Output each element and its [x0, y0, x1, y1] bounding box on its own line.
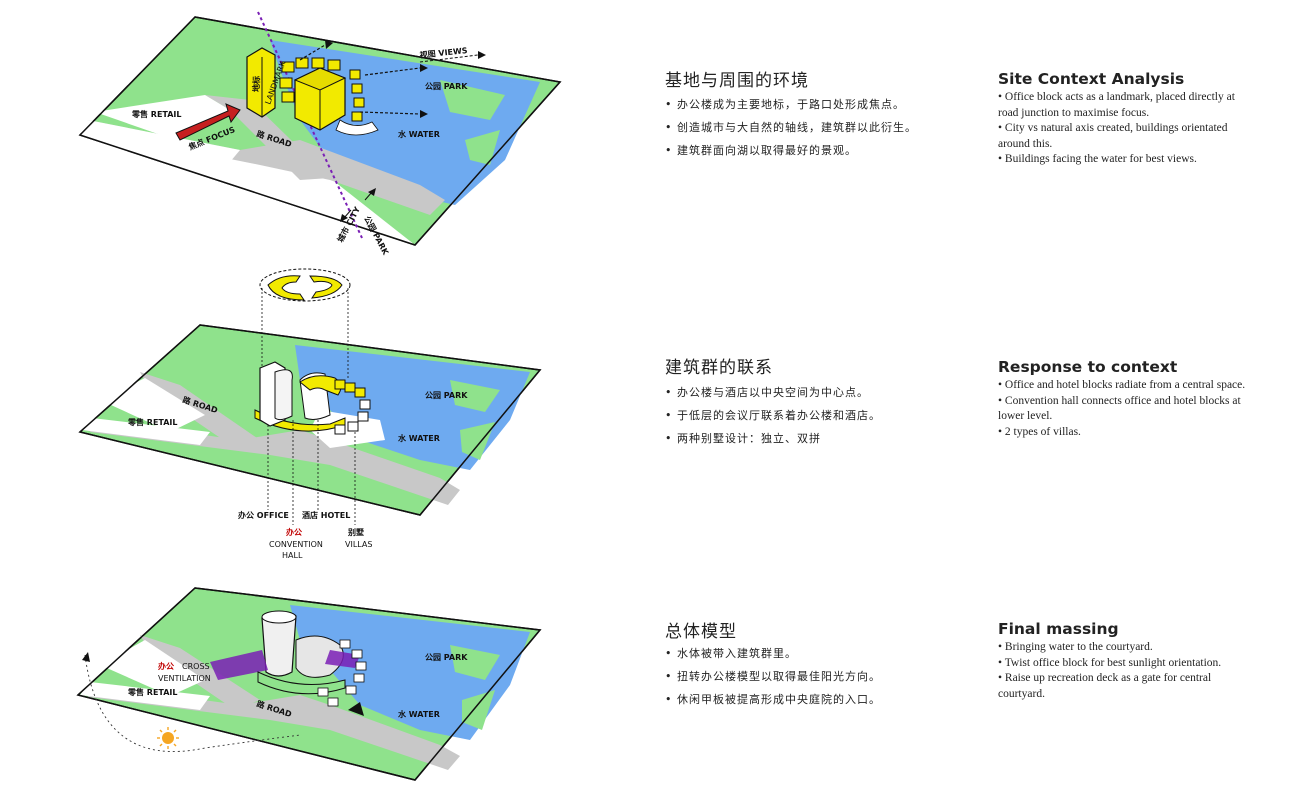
sun-icon — [157, 727, 179, 749]
water-label: 水 WATER — [397, 433, 440, 443]
section1-en-item: Buildings facing the water for best view… — [998, 152, 1248, 168]
section3-cn-list: 水体被带入建筑群里。 扭转办公楼模型以取得最佳阳光方向。 休闲甲板被提高形成中央… — [665, 645, 881, 714]
cross-ventilation — [210, 650, 268, 680]
section1-cn-item: 建筑群面向湖以取得最好的景观。 — [665, 142, 917, 158]
landmark-cn-label: 地标 — [251, 76, 261, 92]
section1-en-title: Site Context Analysis — [998, 70, 1185, 88]
section3-cn-title: 总体模型 — [665, 622, 737, 642]
section2-en-list: Office and hotel blocks radiate from a c… — [998, 378, 1248, 440]
section1-cn-list: 办公楼成为主要地标，于路口处形成焦点。 创造城市与大自然的轴线，建筑群以此衍生。… — [665, 96, 917, 165]
lifted-ring-outline — [259, 268, 351, 302]
section1-cn-title: 基地与周围的环境 — [665, 71, 809, 91]
cross-en-label: CROSS — [182, 662, 210, 671]
water-label: 水 WATER — [397, 709, 440, 719]
diagram-response-to-context: 路 ROAD 零售 RETAIL 公园 PARK 水 WATER 办公 OFFI… — [78, 268, 542, 560]
section3-en-item: Raise up recreation deck as a gate for c… — [998, 671, 1248, 702]
section3-en-title: Final massing — [998, 620, 1119, 638]
section1-cn-item: 创造城市与大自然的轴线，建筑群以此衍生。 — [665, 119, 917, 135]
retail-label: 零售 RETAIL — [127, 417, 178, 427]
section2-cn-title: 建筑群的联系 — [665, 358, 773, 378]
section1-cn-item: 办公楼成为主要地标，于路口处形成焦点。 — [665, 96, 917, 112]
section3-cn-item: 休闲甲板被提高形成中央庭院的入口。 — [665, 691, 881, 707]
section2-cn-item: 两种别墅设计：独立、双拼 — [665, 430, 881, 446]
park-label: 公园 PARK — [425, 391, 468, 400]
section3-cn-item: 水体被带入建筑群里。 — [665, 645, 881, 661]
section3-cn-item: 扭转办公楼模型以取得最佳阳光方向。 — [665, 668, 881, 684]
focus-arrow — [175, 103, 241, 141]
landmark-tower — [246, 47, 276, 118]
hotel-label: 酒店 HOTEL — [302, 510, 350, 520]
section2-en-item: 2 types of villas. — [998, 425, 1248, 441]
cross-cn-label: 办公 — [158, 661, 174, 671]
villas-en-label: VILLAS — [345, 540, 372, 549]
convention-en-label-2: HALL — [282, 551, 303, 560]
section2-cn-item: 办公楼与酒店以中央空间为中心点。 — [665, 384, 881, 400]
park-label: 公园 PARK — [425, 82, 468, 91]
section3-en-item: Bringing water to the courtyard. — [998, 640, 1248, 656]
convention-en-label: CONVENTION — [269, 540, 323, 549]
section2-cn-item: 于低层的会议厅联系着办公楼和酒店。 — [665, 407, 881, 423]
section2-cn-list: 办公楼与酒店以中央空间为中心点。 于低层的会议厅联系着办公楼和酒店。 两种别墅设… — [665, 384, 881, 453]
park-label: 公园 PARK — [425, 653, 468, 662]
retail-label: 零售 RETAIL — [127, 687, 178, 697]
villas-cn-label: 别墅 — [347, 527, 364, 537]
diagram-site-context: 零售 RETAIL 地标 LANDMARK 焦点 FOCUS 路 ROAD 视图… — [78, 11, 562, 257]
section3-en-item: Twist office block for best sunlight ori… — [998, 656, 1248, 672]
section2-en-item: Office and hotel blocks radiate from a c… — [998, 378, 1248, 394]
section1-en-item: Office block acts as a landmark, placed … — [998, 90, 1248, 121]
views-label: 视图 VIEWS — [419, 45, 468, 60]
ventilation-label: VENTILATION — [158, 674, 211, 683]
retail-plot — [80, 126, 415, 245]
retail-label: 零售 RETAIL — [131, 109, 182, 119]
section2-en-item: Convention hall connects office and hote… — [998, 394, 1248, 425]
office-label: 办公 OFFICE — [238, 510, 289, 520]
section3-en-list: Bringing water to the courtyard. Twist o… — [998, 640, 1248, 702]
convention-cn-label: 办公 — [286, 527, 302, 537]
diagram-final-massing: 办公 CROSS VENTILATION 零售 RETAIL 路 ROAD 公园… — [76, 587, 542, 781]
section2-en-title: Response to context — [998, 358, 1178, 376]
section1-en-item: City vs natural axis created, buildings … — [998, 121, 1248, 152]
water-label: 水 WATER — [397, 129, 440, 139]
section1-en-list: Office block acts as a landmark, placed … — [998, 90, 1248, 168]
sun-path — [84, 654, 301, 752]
